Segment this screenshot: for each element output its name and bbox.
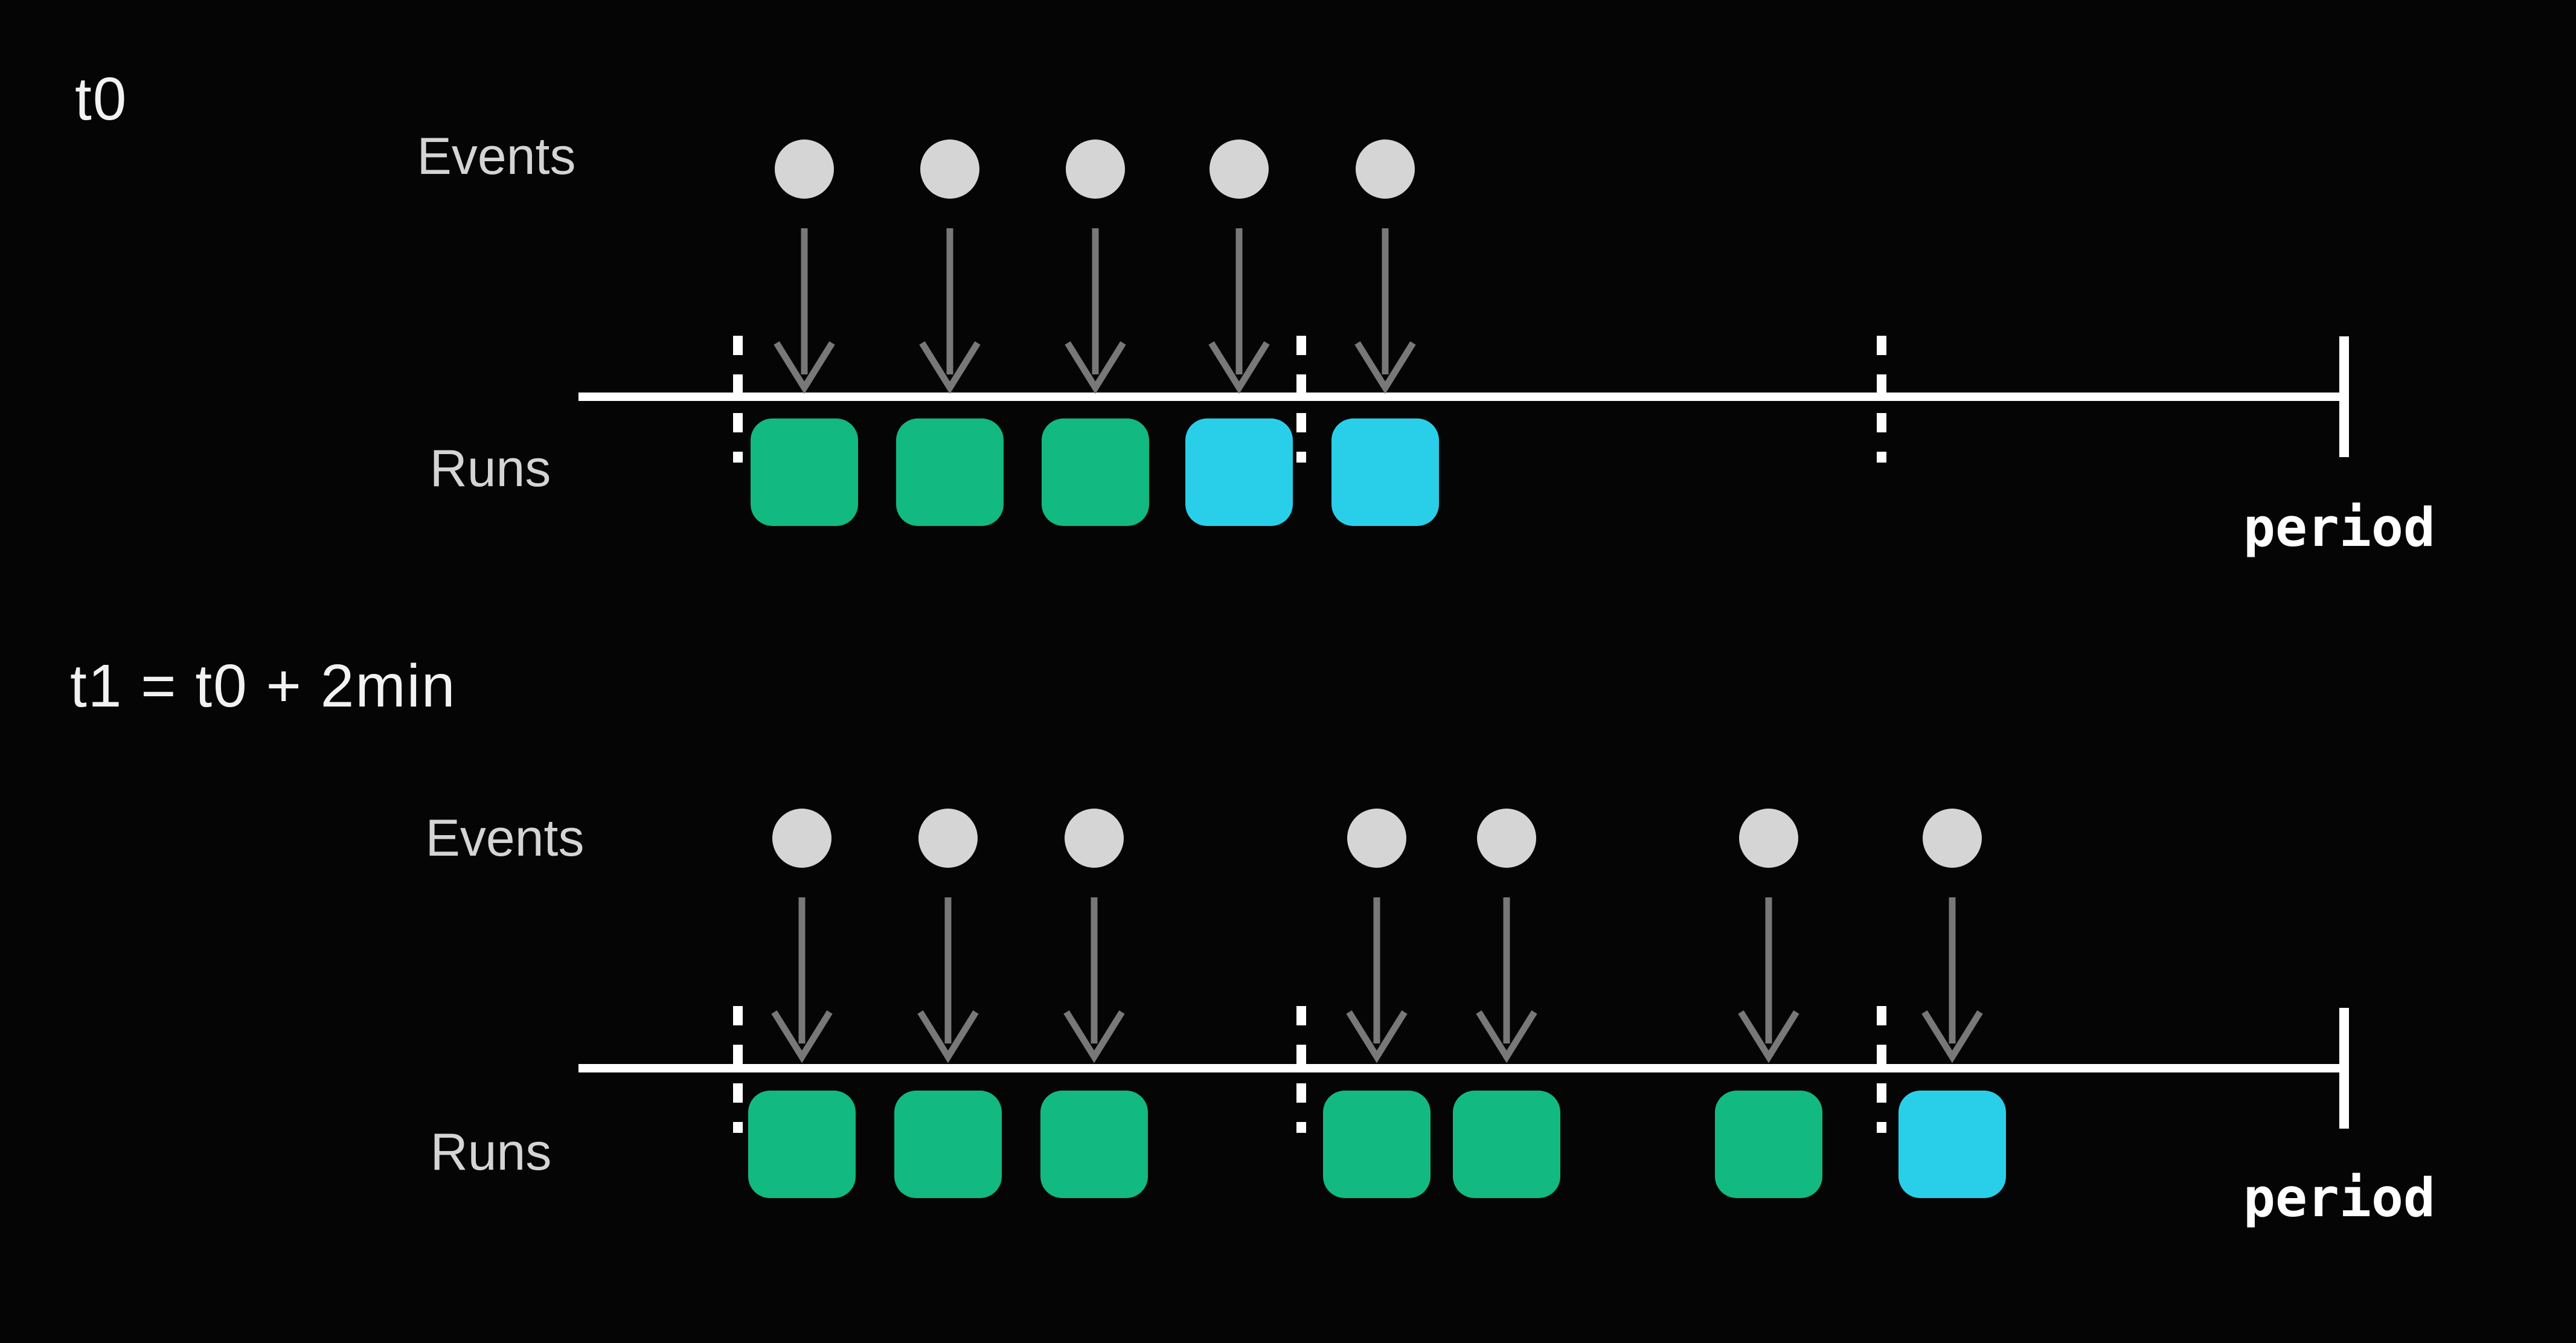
- events-row-label: Events: [425, 809, 585, 867]
- event-dot: [1739, 809, 1798, 868]
- arrow-down-icon: [1063, 897, 1125, 1063]
- run-box-cyan: [1898, 1091, 2006, 1198]
- event-dot: [775, 139, 834, 199]
- events-row-label: Events: [417, 127, 576, 185]
- run-box-cyan: [1331, 418, 1439, 526]
- period-label: period: [2243, 1167, 2435, 1229]
- arrow-down-icon: [1476, 897, 1537, 1063]
- arrow-down-icon: [1208, 228, 1270, 394]
- period-label: period: [2243, 496, 2435, 559]
- event-dot: [1066, 139, 1125, 199]
- run-box-green: [1715, 1091, 1822, 1198]
- runs-row-label: Runs: [430, 1123, 552, 1181]
- runs-row-label: Runs: [429, 440, 551, 498]
- run-box-green: [1042, 418, 1149, 526]
- arrow-down-icon: [1738, 897, 1799, 1063]
- arrow-down-icon: [917, 897, 979, 1063]
- run-box-cyan: [1185, 418, 1293, 526]
- run-box-green: [1453, 1091, 1560, 1198]
- arrow-down-icon: [1346, 897, 1408, 1063]
- event-dot: [1923, 809, 1982, 868]
- event-dot: [1210, 139, 1269, 199]
- run-box-green: [1040, 1091, 1148, 1198]
- arrow-down-icon: [771, 897, 833, 1063]
- run-box-green: [894, 1091, 1002, 1198]
- event-dot: [1347, 809, 1406, 868]
- timeline-endcap: [2339, 336, 2349, 457]
- run-box-green: [1323, 1091, 1431, 1198]
- section-title: t0: [75, 65, 128, 133]
- arrow-down-icon: [919, 228, 981, 394]
- timeline-endcap: [2339, 1008, 2349, 1129]
- run-box-green: [748, 1091, 856, 1198]
- event-dot: [772, 809, 831, 868]
- arrow-down-icon: [774, 228, 835, 394]
- timeline-axis: [578, 1064, 2349, 1072]
- arrow-down-icon: [1921, 897, 1983, 1063]
- arrow-down-icon: [1354, 228, 1416, 394]
- event-dot: [1065, 809, 1124, 868]
- section-title: t1 = t0 + 2min: [70, 652, 457, 720]
- arrow-down-icon: [1065, 228, 1126, 394]
- run-box-green: [751, 418, 858, 526]
- event-dot: [1356, 139, 1415, 199]
- event-dot: [1477, 809, 1536, 868]
- event-dot: [918, 809, 978, 868]
- timeline-axis: [578, 393, 2349, 401]
- run-box-green: [896, 418, 1004, 526]
- event-dot: [920, 139, 979, 199]
